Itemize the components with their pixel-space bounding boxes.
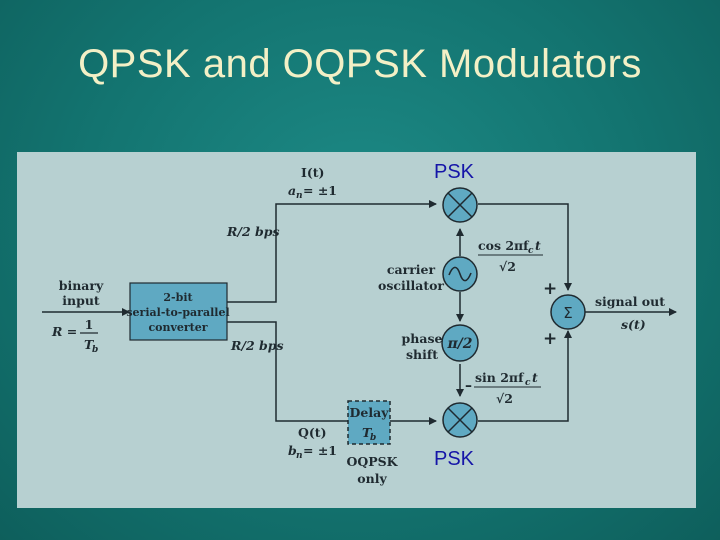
upper-to-sum [478, 203, 572, 291]
rate-numerator: 1 [85, 317, 94, 332]
psk-top-label: PSK [434, 161, 475, 183]
binary-label: binary [59, 278, 104, 293]
delay-label: Delay [350, 405, 390, 420]
oqpsk-label: OQPSK [346, 454, 398, 469]
i-an-label: a [288, 183, 296, 198]
cos-sub: c [528, 246, 534, 256]
sin-sub: c [525, 378, 531, 388]
rate-r-label: R = [51, 324, 77, 339]
sigma-symbol: Σ [563, 304, 572, 322]
plus-top-sign: + [543, 279, 557, 299]
lower-to-sum [478, 330, 572, 422]
i-t-label: I(t) [301, 165, 324, 180]
sin-term: sin 2πf [475, 370, 525, 385]
lower-mixer-icon [442, 402, 478, 438]
upper-mixer-icon [442, 187, 478, 223]
i-an-value: = ±1 [303, 183, 337, 198]
minus-sign: – [465, 378, 472, 394]
phase-shift-block [441, 324, 479, 362]
delay-block [347, 400, 391, 445]
cos-t: t [535, 238, 541, 253]
input-label: input [62, 293, 100, 308]
phase-symbol: π/2 [446, 336, 472, 352]
rate-denominator-sub: b [92, 345, 98, 355]
lower-rate-label: R/2 bps [230, 338, 284, 353]
i-branch-line [227, 200, 437, 303]
cos-term: cos 2πf [478, 238, 530, 253]
delay-t-sub: b [370, 433, 376, 443]
phase-label: phase [402, 331, 443, 346]
q-bn-sub: n [296, 451, 303, 461]
rate-denominator: T [84, 337, 95, 352]
cos-sqrt: √2 [499, 259, 516, 274]
shift-label: shift [406, 347, 438, 362]
slide-title: QPSK and OQPSK Modulators [78, 42, 642, 86]
delay-t: T [362, 425, 373, 440]
summer-block [550, 294, 586, 330]
q-t-label: Q(t) [298, 425, 327, 440]
sin-t: t [532, 370, 538, 385]
carrier-label: carrier [387, 262, 436, 277]
q-bn-value: = ±1 [303, 443, 337, 458]
signal-st-label: s(t) [621, 317, 646, 332]
psk-bottom-label: PSK [434, 448, 475, 470]
oscillator-label: oscillator [378, 278, 444, 293]
plus-bottom-sign: + [543, 329, 557, 349]
sin-sqrt: √2 [496, 391, 513, 406]
upper-rate-label: R/2 bps [226, 224, 280, 239]
converter-line-2: serial-to-parallel [126, 306, 229, 319]
only-label: only [357, 471, 387, 486]
i-an-sub: n [296, 191, 303, 201]
converter-line-3: converter [148, 321, 207, 334]
signal-out-label: signal out [595, 294, 665, 309]
q-bn-label: b [288, 443, 297, 458]
converter-line-1: 2-bit [163, 291, 193, 304]
converter-block [129, 282, 228, 341]
oscillator-icon [442, 256, 478, 292]
